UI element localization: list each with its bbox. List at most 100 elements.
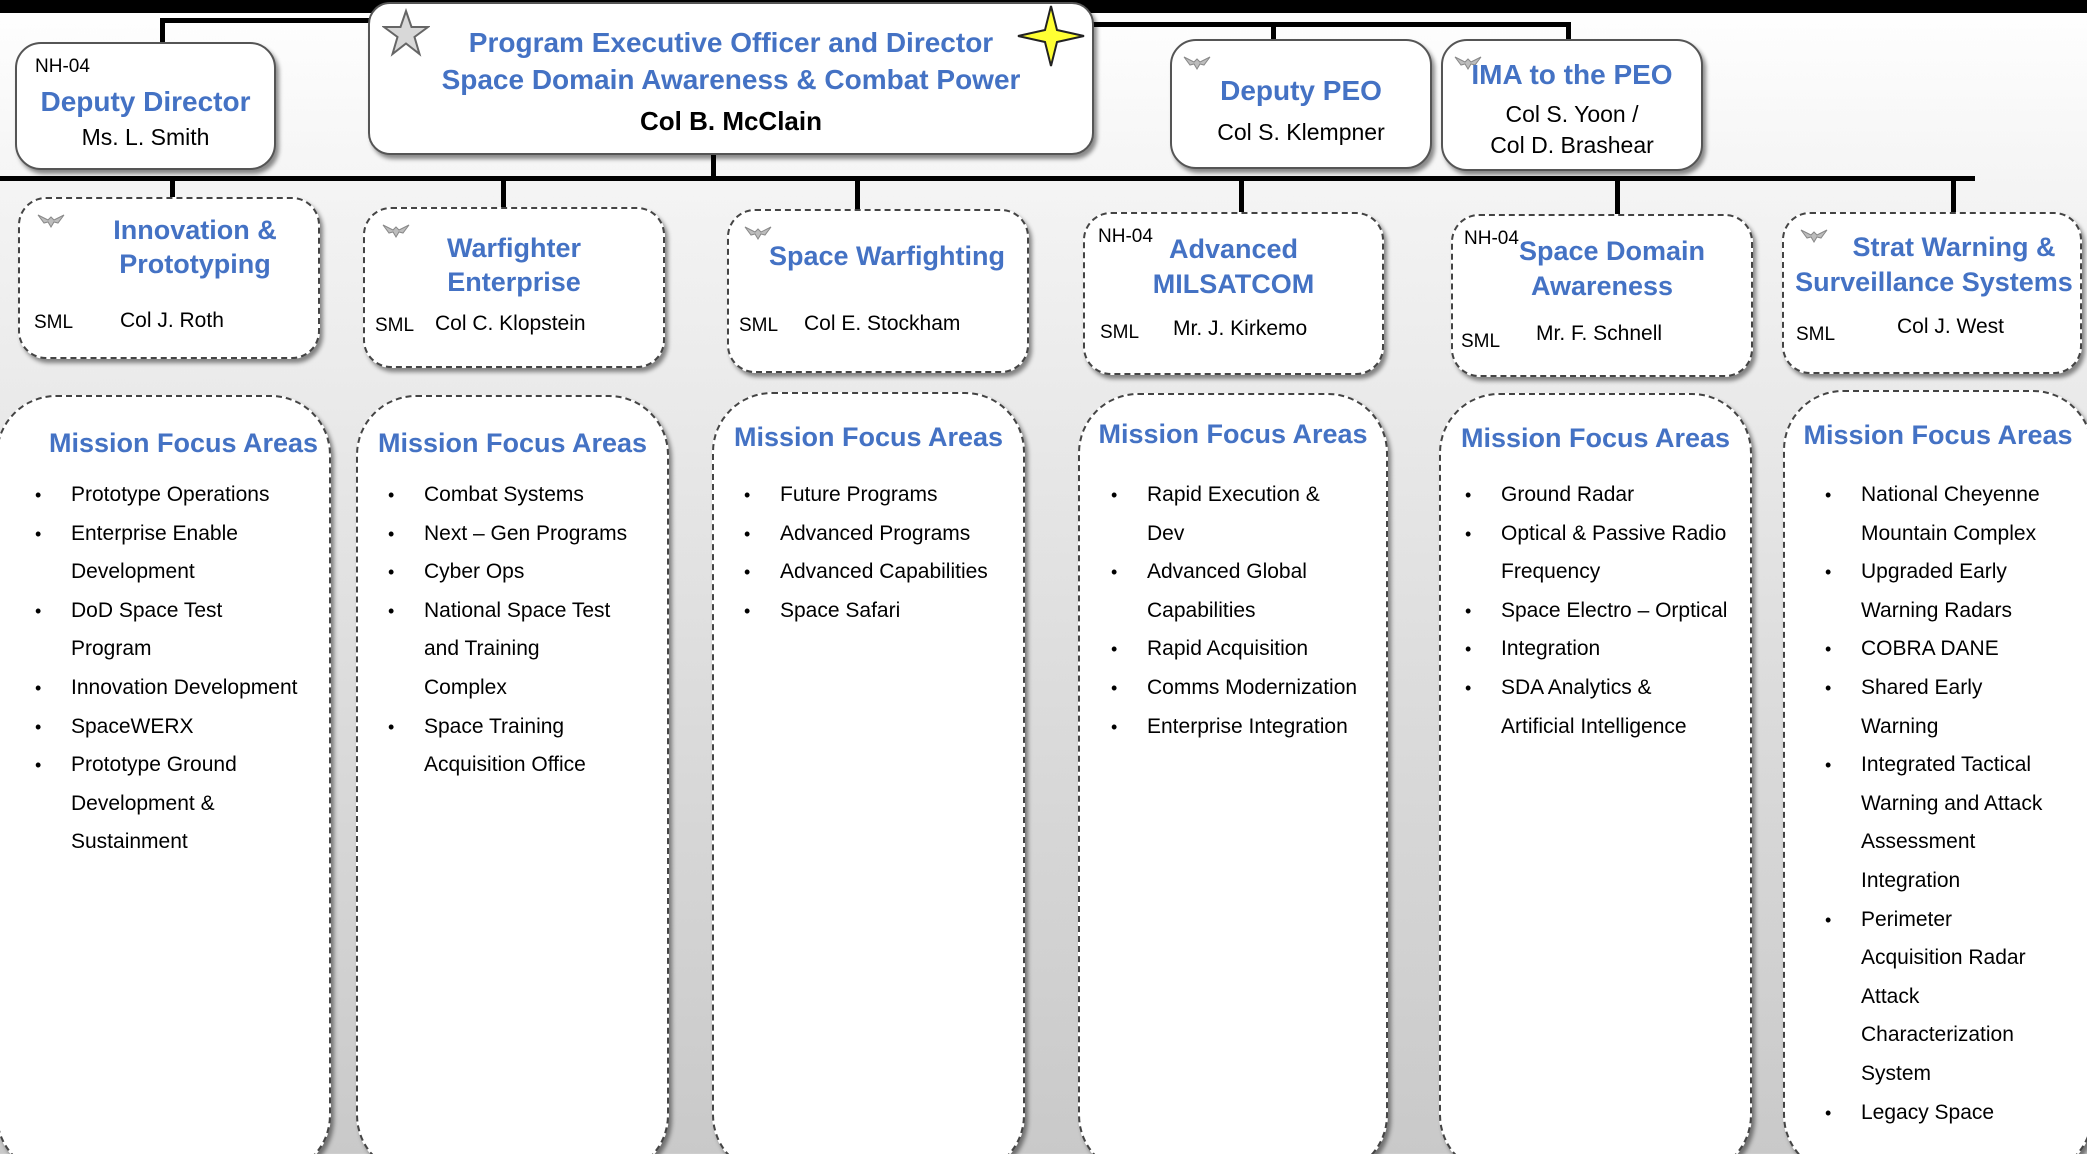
mission-focus-item: Warning — [1861, 708, 2042, 747]
bullet-icon: • — [35, 523, 42, 544]
mission-focus-item-text: COBRA DANE — [1861, 637, 1999, 661]
mission-focus-item-text: Optical & Passive Radio — [1501, 521, 1727, 545]
mission-focus-item-text: Ground Radar — [1501, 483, 1635, 506]
mission-focus-item: Warning and Attack — [1861, 785, 2042, 824]
connector-deputy-peo-drop — [1271, 22, 1276, 42]
mission-focus-item: • Legacy Space — [1825, 1094, 2042, 1133]
mission-focus-item: Attack — [1861, 978, 2042, 1017]
mission-focus-item-text: Frequency — [1501, 560, 1601, 584]
bullet-icon: • — [744, 523, 751, 544]
connector-div-1 — [170, 176, 175, 200]
deputy-peo-box: Deputy PEO Col S. Klempner — [1170, 39, 1432, 169]
connector-deputy-director-drop — [160, 18, 165, 43]
mission-focus-item: •Rapid Execution & — [1111, 476, 1357, 515]
mission-focus-item: Mountain Complex — [1861, 515, 2042, 554]
mission-focus-item: •Advanced Capabilities — [744, 553, 988, 592]
mission-focus-item-text: SDA Analytics & — [1501, 675, 1652, 699]
peo-title-line1: Program Executive Officer and Director — [468, 27, 994, 58]
mission-focus-item: •National Cheyenne — [1825, 476, 2042, 515]
connector-div-2 — [501, 176, 506, 208]
deputy-director-grade: NH-04 — [35, 56, 90, 77]
mission-focus-item: •Prototype Operations — [35, 476, 297, 515]
mission-focus-item-text: Perimeter — [1861, 907, 1953, 931]
division-lead: Col J. West — [1897, 315, 2004, 338]
bullet-icon: • — [1825, 909, 1832, 930]
mission-focus-item: Acquisition Radar — [1861, 939, 2042, 978]
division-lead: Mr. F. Schnell — [1536, 322, 1663, 345]
division-title-line2: Surveillance Systems — [1795, 267, 2073, 297]
mission-focus-item-text: Upgraded Early — [1861, 560, 2007, 584]
mission-focus-item-text: Legacy Space — [1861, 1100, 1995, 1124]
mission-focus-item: Dev — [1147, 515, 1357, 554]
ima-title: IMA to the PEO — [1471, 59, 1673, 90]
division-sml-label: SML — [739, 315, 779, 336]
mission-focus-item: Characterization — [1861, 1016, 2042, 1055]
mission-focus-item: • DoD Space Test — [35, 592, 297, 631]
star-icon — [382, 8, 430, 57]
mission-focus-item-text: Complex — [424, 675, 507, 699]
mission-focus-item-text: Dev — [1147, 521, 1185, 545]
ima-box: IMA to the PEO Col S. Yoon / Col D. Bras… — [1441, 39, 1703, 171]
mission-focus-item-text: Cyber Ops — [424, 560, 525, 584]
bullet-icon: • — [388, 485, 395, 505]
mission-focus-item-text: SpaceWERX — [71, 714, 194, 738]
connector-div-4 — [1239, 176, 1244, 213]
division-box-space-warfighting: Space Warfighting SML Col E. Stockham — [727, 209, 1029, 373]
division-grade: NH-04 — [1464, 228, 1519, 249]
mission-focus-item-text: DoD Space Test — [71, 598, 223, 622]
mission-focus-title: Mission Focus Areas — [48, 428, 319, 458]
ima-name-line2: Col D. Brashear — [1490, 132, 1654, 158]
bullet-icon: • — [35, 600, 42, 621]
mission-focus-item: System — [1861, 1055, 2042, 1094]
mission-focus-item-text: Sustainment — [71, 830, 188, 854]
mission-focus-item: •SpaceWERX — [35, 708, 297, 747]
division-title-line2: Enterprise — [447, 267, 581, 297]
mission-focus-item-text: Warning and Attack — [1861, 791, 2043, 815]
mission-focus-item-text: Combat Systems — [424, 483, 584, 506]
connector-top-right — [1090, 22, 1570, 27]
division-title-line1: Space Warfighting — [768, 241, 1005, 271]
mission-focus-item-text: Advanced Global — [1147, 560, 1307, 584]
connector-div-5 — [1615, 176, 1620, 216]
connector-div-3 — [855, 176, 860, 210]
ima-name-line1: Col S. Yoon / — [1505, 101, 1639, 127]
mission-focus-item: •Next – Gen Programs — [388, 515, 627, 554]
mission-focus-item: •Future Programs — [744, 476, 988, 515]
mission-focus-item: • Advanced Programs — [744, 515, 988, 554]
bullet-icon: • — [1465, 485, 1472, 505]
division-lead: Col C. Klopstein — [435, 312, 586, 335]
mission-focus-item-text: Acquisition Radar — [1861, 946, 2026, 970]
mission-focus-item: •Cyber Ops — [388, 553, 627, 592]
bullet-icon: • — [1825, 1102, 1832, 1123]
bullet-icon: • — [1825, 485, 1832, 505]
four-point-star-icon — [1017, 5, 1085, 67]
mission-focus-item: •Integration — [1465, 630, 1727, 669]
connector-div-6 — [1951, 176, 1956, 214]
mission-focus-item-text: Advanced Programs — [780, 521, 971, 545]
mission-focus-item: Complex — [424, 669, 627, 708]
mission-focus-item: •Optical & Passive Radio — [1465, 515, 1727, 554]
division-title-line1: Strat Warning & — [1852, 232, 2056, 262]
division-title-line2: Prototyping — [119, 249, 271, 279]
mission-focus-item: Development — [71, 553, 297, 592]
bullet-icon: • — [1111, 562, 1118, 583]
division-title-line1: Innovation & — [113, 215, 277, 245]
division-lead: Col E. Stockham — [804, 312, 961, 335]
mission-focus-item: Acquisition Office — [424, 746, 627, 785]
division-title-line1: Advanced — [1168, 234, 1299, 264]
peo-box: Program Executive Officer and Director S… — [368, 2, 1094, 155]
bullet-icon: • — [1825, 677, 1832, 698]
mission-focus-item-text: Integration — [1861, 868, 1961, 892]
bullet-icon: • — [1825, 755, 1832, 776]
bullet-icon: • — [1111, 639, 1118, 660]
mission-focus-item: •Space Training — [388, 708, 627, 747]
division-grade: NH-04 — [1098, 226, 1153, 247]
mission-focus-item-text: Shared Early — [1861, 675, 1983, 699]
mission-focus-item-text: Characterization — [1861, 1023, 2014, 1047]
bullet-icon: • — [1825, 639, 1832, 660]
mission-focus-title: Mission Focus Areas — [733, 422, 1004, 452]
